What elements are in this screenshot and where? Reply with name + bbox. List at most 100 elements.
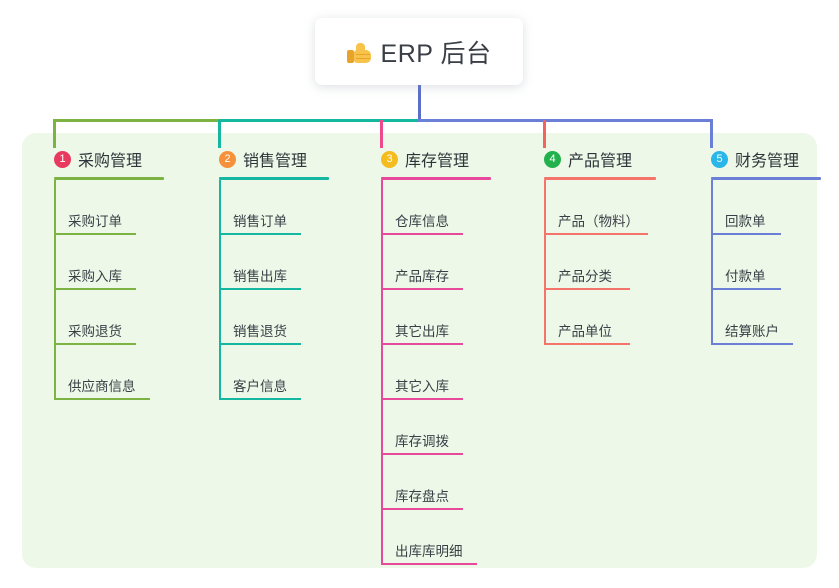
column-number-badge-2: 2 (219, 150, 236, 168)
bus-segment-1 (53, 118, 219, 122)
leaf-node-label: 结算账户 (725, 324, 779, 339)
leaf-node-rule (381, 508, 463, 510)
column-underline-3 (381, 177, 491, 180)
leaf-node-rule (381, 343, 463, 345)
leaf-node-rule (219, 288, 301, 290)
leaf-node-rule (544, 233, 648, 235)
leaf-node-rule (381, 398, 463, 400)
column-items-4: 产品（物料） 产品分类产品单位 (530, 180, 656, 345)
column-number-badge-4: 4 (544, 150, 561, 168)
column-header-2[interactable]: 2 销售管理 (205, 146, 329, 172)
leaf-node-5-3[interactable]: 结算账户 (697, 290, 821, 345)
leaf-node-label: 产品库存 (395, 269, 449, 284)
root-stem-connector (417, 80, 421, 122)
leaf-node-4-2[interactable]: 产品分类 (530, 235, 656, 290)
leaf-node-3-1[interactable]: 仓库信息 (367, 180, 491, 235)
column-drop-connector-1 (52, 120, 56, 148)
leaf-node-rule (381, 233, 463, 235)
leaf-node-label: 仓库信息 (395, 214, 449, 229)
leaf-node-5-1[interactable]: 回款单 (697, 180, 821, 235)
leaf-node-1-1[interactable]: 采购订单 (40, 180, 164, 235)
column-drop-connector-2 (217, 120, 221, 148)
column-title-3: 库存管理 (405, 153, 470, 170)
leaf-node-label: 采购退货 (68, 324, 122, 339)
leaf-node-label: 供应商信息 (68, 379, 136, 394)
leaf-node-3-7[interactable]: 出库库明细 (367, 510, 491, 565)
column-items-5: 回款单付款单结算账户 (697, 180, 821, 345)
column-number-badge-5: 5 (711, 150, 728, 168)
leaf-node-rule (54, 233, 136, 235)
leaf-node-label: 采购订单 (68, 214, 122, 229)
column-items-1: 采购订单采购入库采购退货供应商信息 (40, 180, 164, 400)
leaf-node-rule (54, 343, 136, 345)
leaf-node-3-2[interactable]: 产品库存 (367, 235, 491, 290)
column-spine-5 (711, 180, 713, 345)
leaf-node-label: 采购入库 (68, 269, 122, 284)
root-node-card[interactable]: ERP 后台 (315, 18, 523, 85)
column-items-3: 仓库信息产品库存其它出库其它入库库存调拨库存盘点出库库明细 (367, 180, 491, 565)
leaf-node-3-5[interactable]: 库存调拨 (367, 400, 491, 455)
column-header-1[interactable]: 1 采购管理 (40, 146, 164, 172)
content-panel (22, 133, 817, 568)
leaf-node-label: 回款单 (725, 214, 766, 229)
leaf-node-1-4[interactable]: 供应商信息 (40, 345, 164, 400)
leaf-node-rule (381, 288, 463, 290)
bus-segment-3 (417, 118, 713, 122)
column-drop-connector-4 (542, 120, 546, 148)
column-spine-3 (381, 180, 383, 565)
leaf-node-3-3[interactable]: 其它出库 (367, 290, 491, 345)
column-spine-1 (54, 180, 56, 400)
leaf-node-rule (219, 343, 301, 345)
leaf-node-rule (54, 398, 150, 400)
leaf-node-label: 产品分类 (558, 269, 612, 284)
leaf-node-4-3[interactable]: 产品单位 (530, 290, 656, 345)
column-underline-5 (711, 177, 821, 180)
column-title-2: 销售管理 (243, 153, 308, 170)
leaf-node-label: 产品单位 (558, 324, 612, 339)
leaf-node-rule (544, 288, 630, 290)
leaf-node-2-3[interactable]: 销售退货 (205, 290, 329, 345)
leaf-node-rule (381, 453, 463, 455)
column-3: 3 库存管理仓库信息产品库存其它出库其它入库库存调拨库存盘点出库库明细 (367, 146, 491, 565)
leaf-node-5-2[interactable]: 付款单 (697, 235, 821, 290)
root-node-inner: ERP 后台 (346, 34, 492, 70)
leaf-node-rule (381, 563, 477, 565)
leaf-node-label: 产品（物料） (558, 214, 639, 229)
column-title-1: 采购管理 (78, 153, 143, 170)
column-drop-connector-3 (379, 120, 383, 148)
column-2: 2 销售管理销售订单销售出库销售退货客户信息 (205, 146, 329, 400)
leaf-node-label: 客户信息 (233, 379, 287, 394)
leaf-node-label: 库存调拨 (395, 434, 449, 449)
leaf-node-label: 销售订单 (233, 214, 287, 229)
column-number-badge-1: 1 (54, 150, 71, 168)
leaf-node-rule (711, 233, 781, 235)
leaf-node-2-2[interactable]: 销售出库 (205, 235, 329, 290)
leaf-node-1-3[interactable]: 采购退货 (40, 290, 164, 345)
column-drop-connector-5 (709, 120, 713, 148)
leaf-node-rule (219, 398, 301, 400)
leaf-node-rule (711, 343, 793, 345)
leaf-node-1-2[interactable]: 采购入库 (40, 235, 164, 290)
leaf-node-rule (54, 288, 136, 290)
column-title-5: 财务管理 (735, 153, 800, 170)
leaf-node-3-4[interactable]: 其它入库 (367, 345, 491, 400)
leaf-node-4-1[interactable]: 产品（物料） (530, 180, 656, 235)
column-underline-2 (219, 177, 329, 180)
column-header-5[interactable]: 5 财务管理 (697, 146, 821, 172)
leaf-node-3-6[interactable]: 库存盘点 (367, 455, 491, 510)
column-underline-4 (544, 177, 656, 180)
leaf-node-2-4[interactable]: 客户信息 (205, 345, 329, 400)
column-number-badge-3: 3 (381, 150, 398, 168)
leaf-node-rule (711, 288, 781, 290)
leaf-node-label: 其它出库 (395, 324, 449, 339)
column-spine-4 (544, 180, 546, 345)
column-1: 1 采购管理采购订单采购入库采购退货供应商信息 (40, 146, 164, 400)
column-5: 5 财务管理回款单付款单结算账户 (697, 146, 821, 345)
leaf-node-rule (544, 343, 630, 345)
leaf-node-2-1[interactable]: 销售订单 (205, 180, 329, 235)
leaf-node-label: 销售出库 (233, 269, 287, 284)
column-header-3[interactable]: 3 库存管理 (367, 146, 491, 172)
